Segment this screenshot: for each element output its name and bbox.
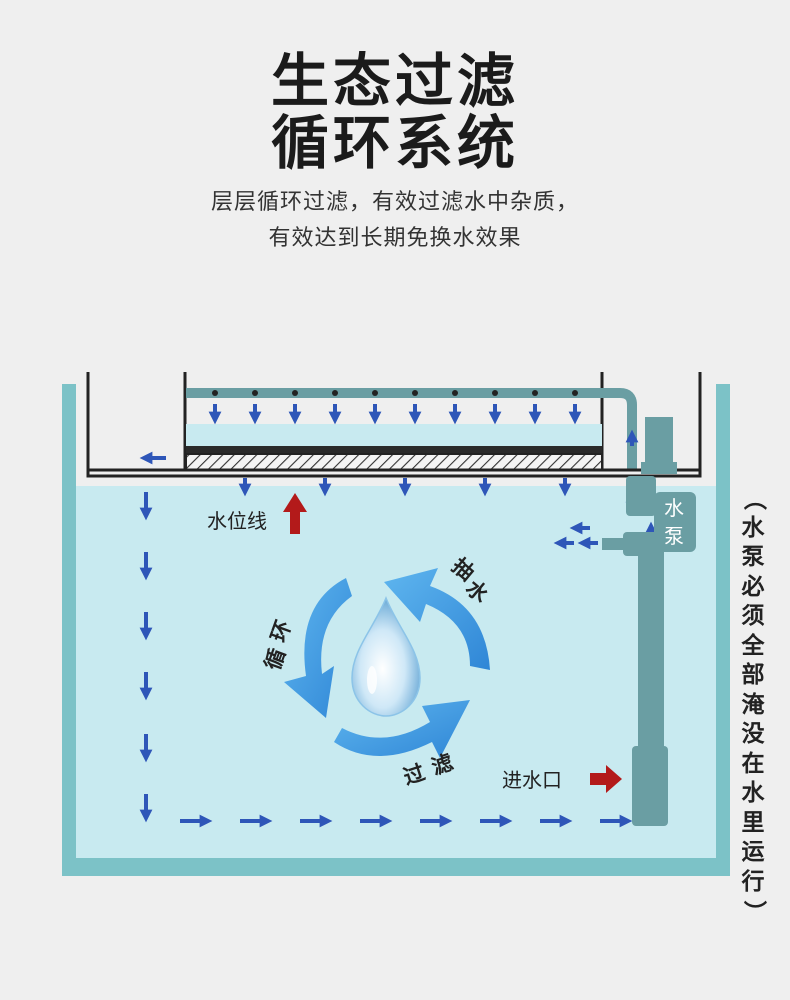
side-note-char: 没 <box>741 721 765 747</box>
flow-arrows <box>139 429 658 828</box>
tank-right-wall <box>716 384 730 876</box>
title-line-1: 生态过滤 <box>270 47 519 115</box>
drip-arrows <box>208 390 582 425</box>
spray-hole <box>532 390 538 396</box>
return-pipe <box>602 388 637 470</box>
spray-hole <box>252 390 258 396</box>
tank-left-wall <box>62 384 76 876</box>
water-pump <box>602 417 696 826</box>
side-note: （水泵必须全部淹没在水里运行） <box>736 484 770 927</box>
side-note-char: 里 <box>741 809 765 836</box>
subtitle-line-2: 有效达到长期免换水效果 <box>268 226 522 251</box>
spray-hole <box>452 390 458 396</box>
side-note-char: 淹 <box>741 691 765 718</box>
side-note-char: 部 <box>741 662 765 688</box>
spray-hole <box>212 390 218 396</box>
filter-water <box>186 424 602 446</box>
side-note-char: 必 <box>741 573 765 600</box>
subtitle-line-1: 层层循环过滤，有效过滤水中杂质， <box>210 190 579 215</box>
spray-hole <box>372 390 378 396</box>
side-note-char: ） <box>740 900 767 924</box>
spray-hole <box>572 390 578 396</box>
spray-hole <box>332 390 338 396</box>
side-note-char: 水 <box>741 780 765 806</box>
filtration-diagram: 水位线 水 泵 进水口 抽 水 循 环 过 滤 <box>62 372 730 876</box>
spray-hole <box>492 390 498 396</box>
spray-hole <box>412 390 418 396</box>
title-line-2: 循环系统 <box>270 109 519 177</box>
side-note-char: 运 <box>741 839 765 865</box>
side-note-char: 全 <box>741 632 765 659</box>
side-note-char: （ <box>740 487 767 511</box>
water-level-label: 水位线 <box>207 509 267 533</box>
pump-label-1: 水 <box>664 496 684 520</box>
spray-hole <box>292 390 298 396</box>
inlet-arrow <box>590 765 622 793</box>
side-note-char: 水 <box>741 514 765 541</box>
side-note-char: 须 <box>741 603 765 629</box>
tank-bottom <box>62 858 730 876</box>
inlet-label: 进水口 <box>502 768 562 792</box>
filter-box <box>86 372 702 478</box>
pump-label-2: 泵 <box>664 524 684 548</box>
side-note-text: （水泵必须全部淹没在水里运行） <box>736 484 770 927</box>
cycle-arrows <box>284 568 490 758</box>
side-note-char: 在 <box>741 750 765 777</box>
water-level-arrow <box>283 493 307 534</box>
filter-media <box>185 453 603 471</box>
side-note-char: 行 <box>741 868 765 895</box>
side-note-char: 泵 <box>741 544 765 570</box>
spray-pipe <box>186 388 602 398</box>
